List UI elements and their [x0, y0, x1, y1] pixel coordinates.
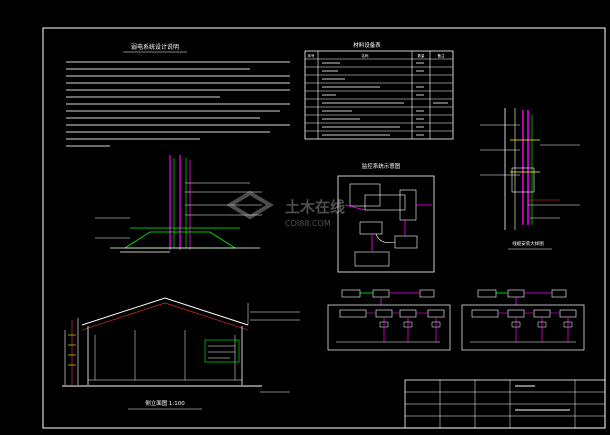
riser-diagram-right [461, 289, 585, 351]
detail-title: 线缆安装大样图 [512, 240, 544, 247]
watermark-logo: 土木在线 COI88.COM [226, 190, 345, 228]
title-block [404, 379, 606, 429]
elevation-title: 侧立面图 1:100 [145, 399, 185, 407]
side-elevation: 侧立面图 1:100 [62, 297, 300, 410]
table-title: 材料设备表 [353, 41, 381, 49]
column-section-detail [95, 155, 262, 253]
riser-diagram-left [327, 289, 451, 351]
table-header-note: 备注 [438, 53, 446, 58]
watermark-en: COI88.COM [285, 219, 331, 228]
material-table: 材料设备表 序号 名称 数量 备注 [304, 41, 454, 140]
table-header-no: 序号 [308, 53, 316, 58]
table-header-qty: 数量 [418, 53, 426, 58]
wall-detail: 线缆安装大样图 [480, 108, 580, 250]
notes-title: 弱电系统设计说明 [131, 43, 179, 51]
watermark-cn: 土木在线 [285, 198, 345, 216]
table-header-name: 名称 [362, 53, 370, 58]
sheet-border [42, 27, 606, 429]
system-title: 监控系统示意图 [362, 162, 401, 170]
design-notes: 弱电系统设计说明 [66, 43, 290, 147]
system-schematic: 监控系统示意图 [337, 162, 435, 273]
notes-text-lines [66, 61, 290, 147]
